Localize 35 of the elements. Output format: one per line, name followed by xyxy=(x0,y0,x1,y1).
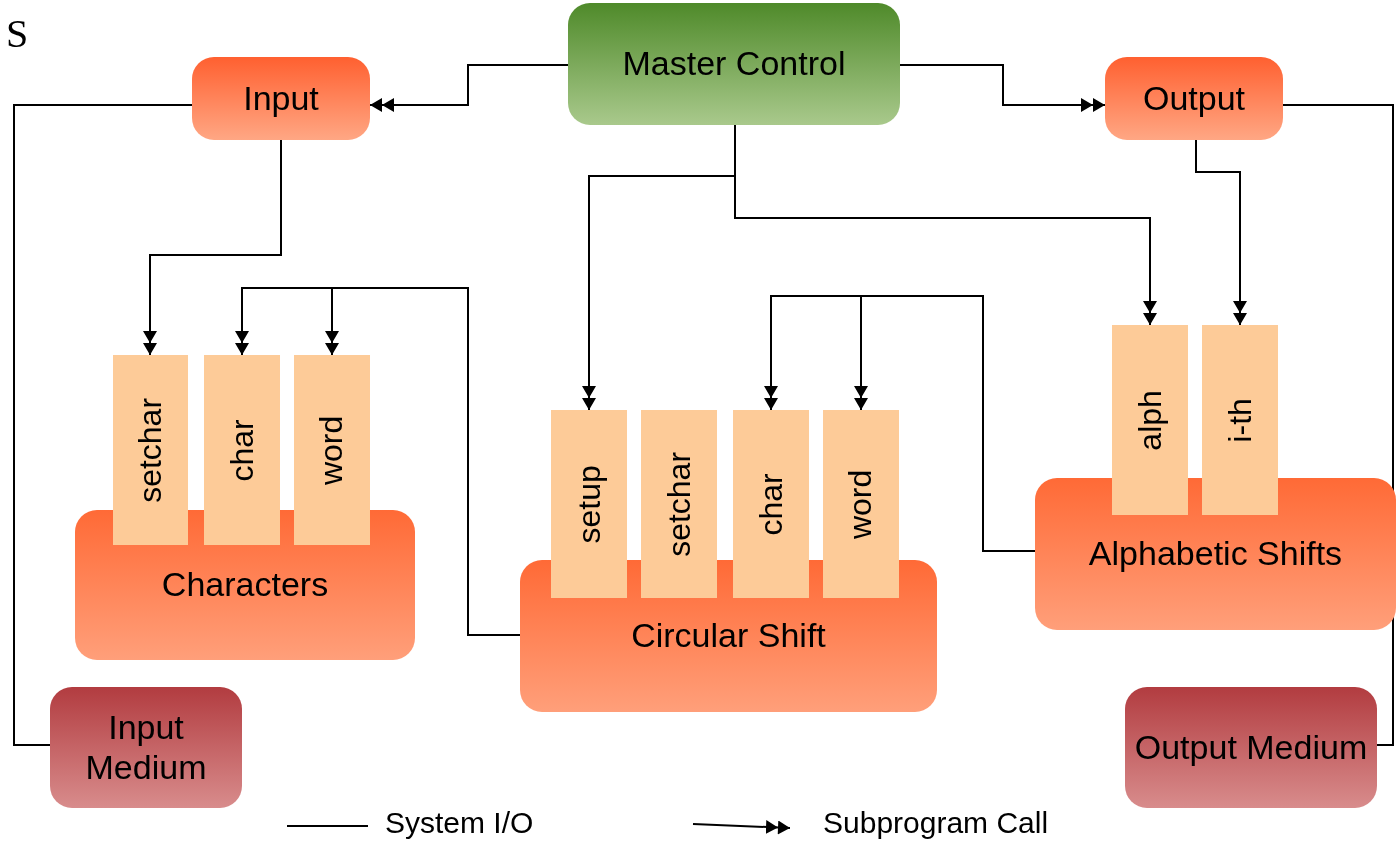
routine-label: alph xyxy=(1131,389,1169,451)
module-box xyxy=(1105,57,1283,140)
routine-tab xyxy=(1112,325,1188,515)
title-letter: S xyxy=(6,10,29,57)
routine-tab xyxy=(551,410,627,598)
routine-tab xyxy=(823,410,899,598)
routine-label: char xyxy=(752,472,790,536)
node-label: Input Medium xyxy=(84,708,208,787)
routine-tab xyxy=(733,410,809,598)
routine-tab xyxy=(641,410,717,598)
medium-box xyxy=(1125,687,1377,808)
medium-box xyxy=(50,687,242,808)
module-box xyxy=(192,57,370,140)
node-label: Output xyxy=(1142,78,1246,119)
node-label: Master Control xyxy=(622,44,846,84)
node-label: Circular Shift xyxy=(631,616,826,656)
node-label: Alphabetic Shifts xyxy=(1088,534,1343,574)
node-label: Input xyxy=(243,78,319,119)
routine-tab xyxy=(204,355,280,545)
routine-label: i-th xyxy=(1221,397,1259,443)
node-label: Output Medium xyxy=(1134,727,1368,768)
routine-tab xyxy=(113,355,188,545)
legend-label: Subprogram Call xyxy=(823,806,1049,840)
routine-label: char xyxy=(223,418,261,482)
routine-tab xyxy=(294,355,370,545)
control-box xyxy=(568,3,900,125)
node-label: Characters xyxy=(161,565,329,605)
routine-tab xyxy=(1202,325,1278,515)
routine-label: setchar xyxy=(132,397,169,503)
routine-label: setchar xyxy=(660,451,698,557)
routine-label: setup xyxy=(570,464,608,544)
routine-label: word xyxy=(313,415,351,485)
routine-label: word xyxy=(842,469,880,539)
legend-label: System I/O xyxy=(385,806,534,840)
io-line xyxy=(13,104,193,746)
